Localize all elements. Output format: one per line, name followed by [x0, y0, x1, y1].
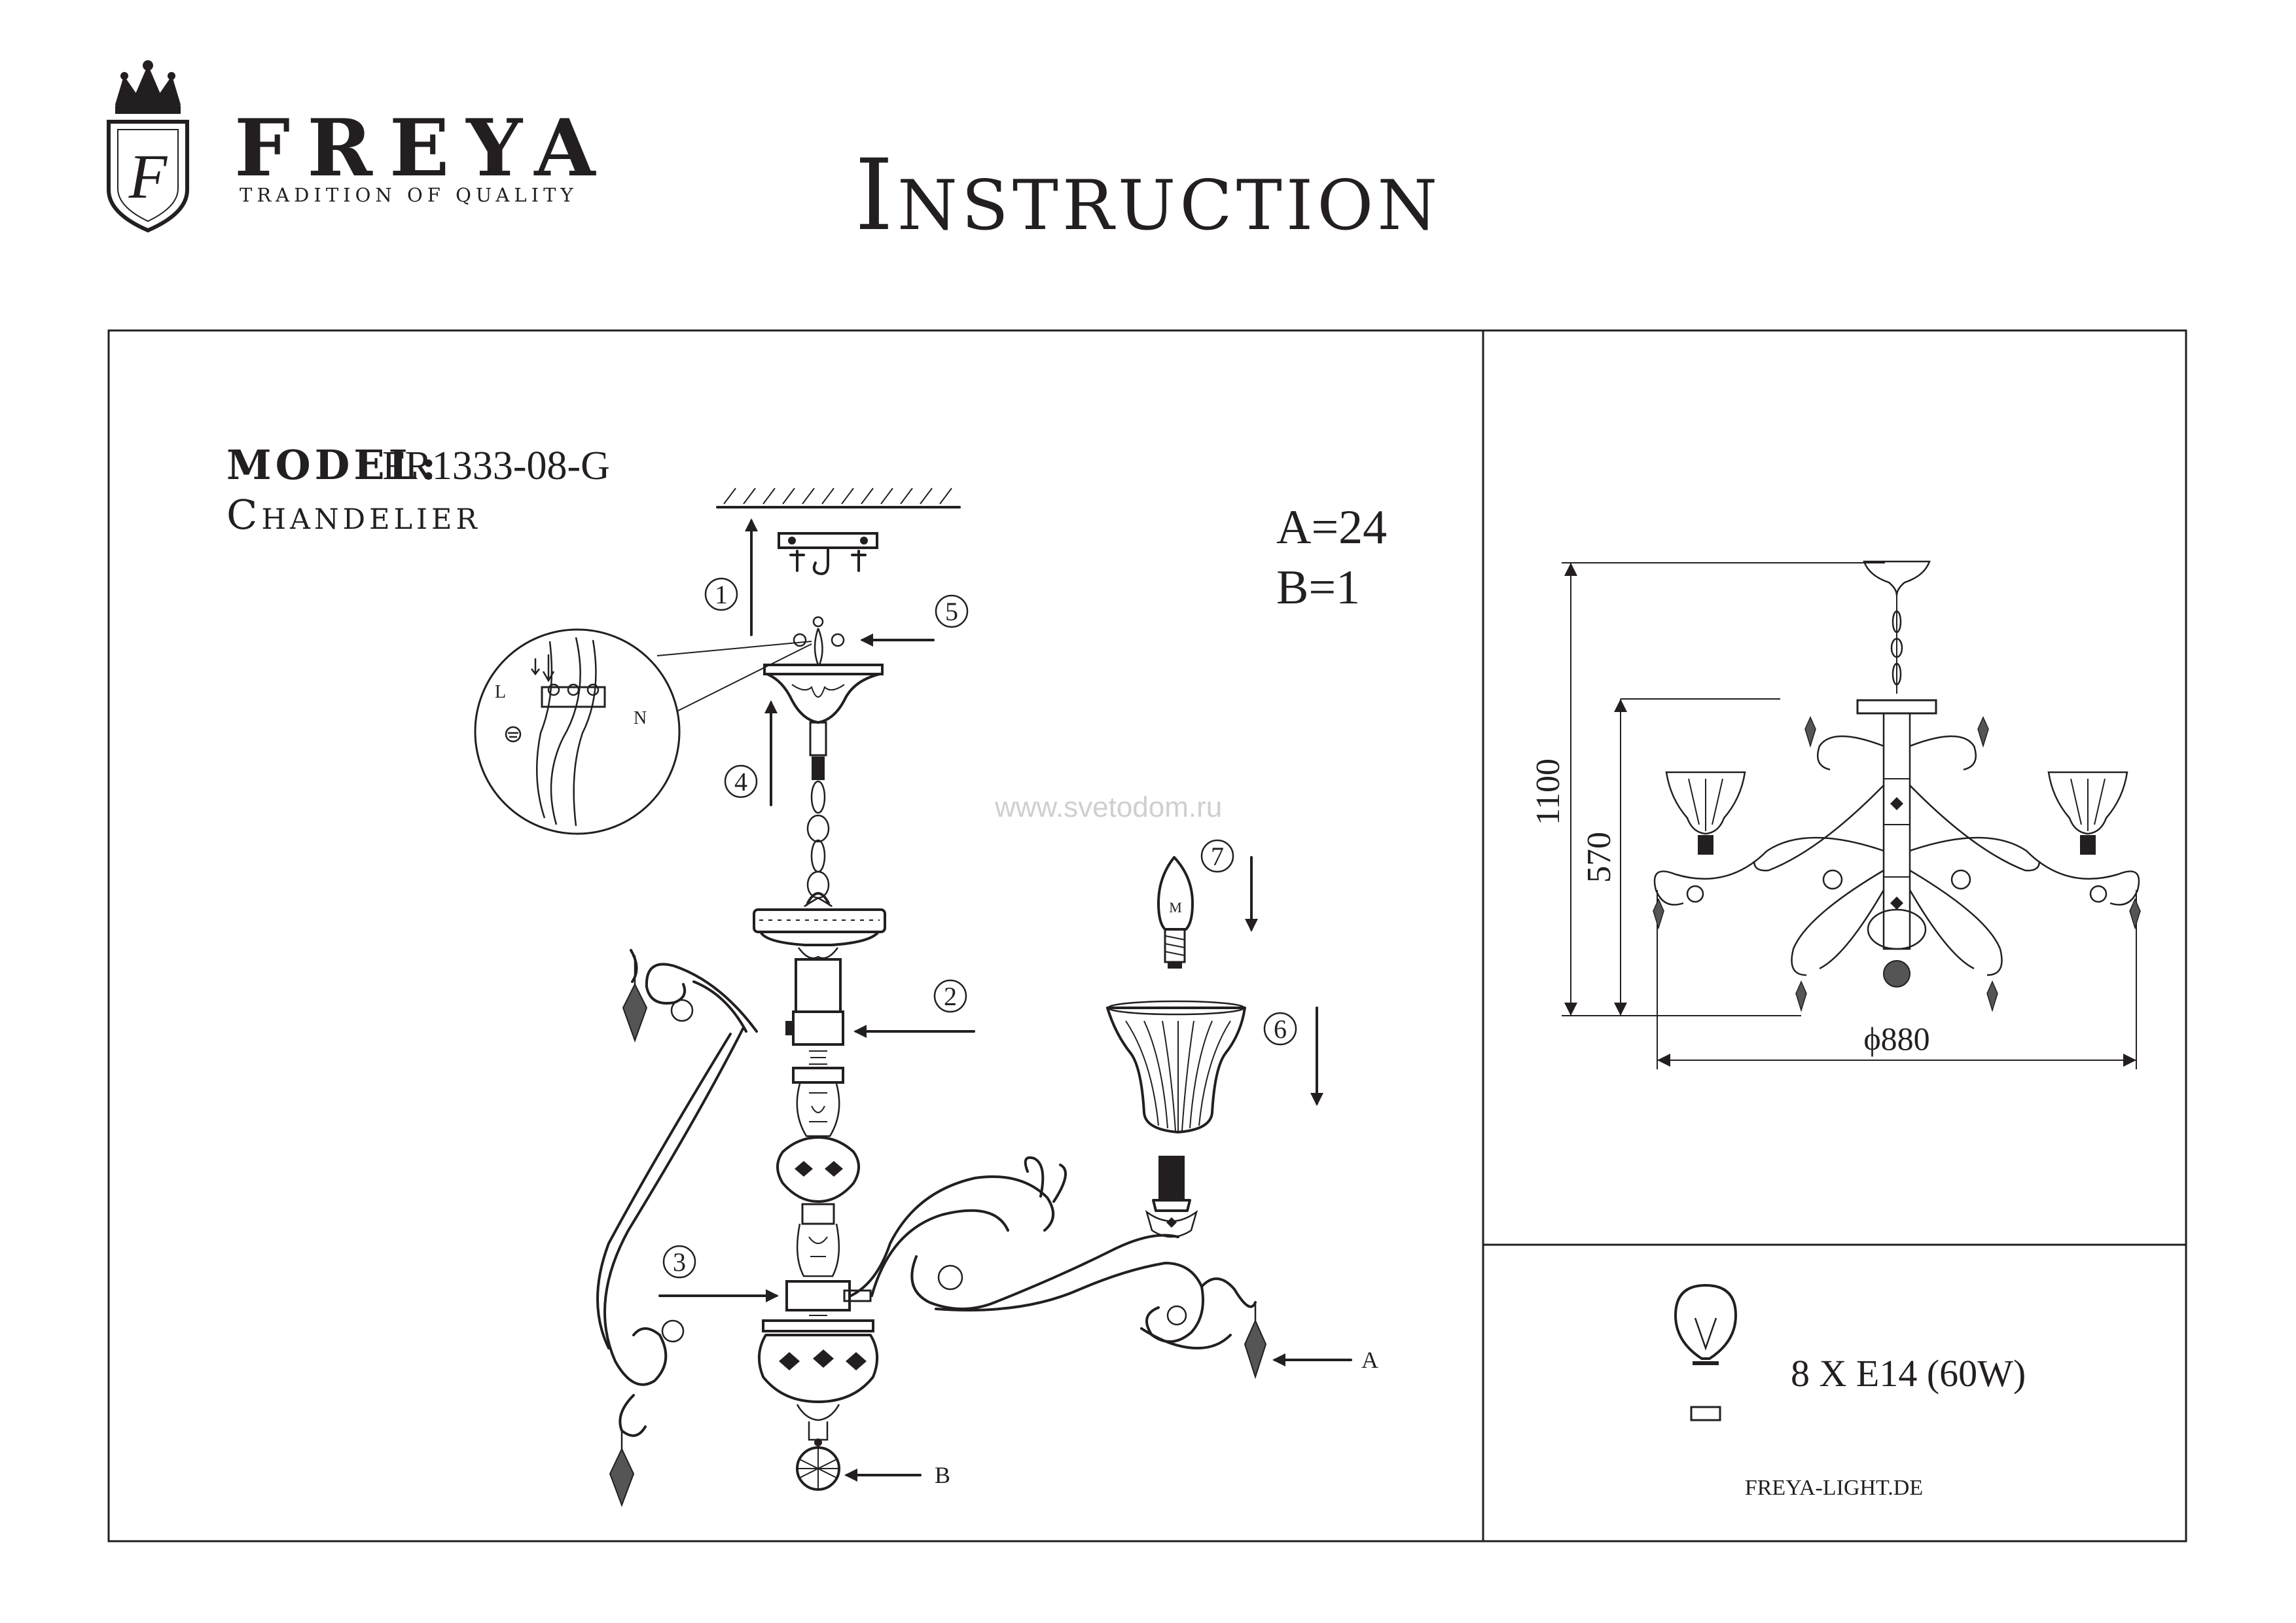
- scroll-arm-right: [850, 1156, 1257, 1349]
- dim-drop: 570: [1581, 832, 1618, 883]
- dimension-drawing: 1100 570 ϕ880: [1530, 560, 2141, 1069]
- website: FREYA-LIGHT.DE: [1745, 1476, 1923, 1500]
- step-6: 6: [1274, 1014, 1287, 1044]
- logo-letter: F: [128, 141, 168, 211]
- dim-diameter: ϕ880: [1863, 1020, 1929, 1057]
- bulb-icon: [1674, 1284, 1737, 1421]
- step-5: 5: [945, 597, 958, 626]
- bulb-spec: 8 X E14 (60W): [1791, 1352, 2026, 1395]
- callout-a: A: [1361, 1347, 1378, 1373]
- wiring-detail: L N: [474, 628, 812, 835]
- glass-shade: [1106, 1000, 1246, 1133]
- crown-icon: [115, 60, 181, 114]
- brand-tagline: TRADITION OF QUALITY: [240, 184, 578, 206]
- assembly-diagram: 1 5 4: [474, 488, 1378, 1507]
- scroll-arm-left: [596, 949, 758, 1437]
- step-7: 7: [1211, 842, 1224, 871]
- crystal-drop-a: [1244, 1302, 1267, 1380]
- step-4: 4: [734, 767, 747, 796]
- bulb-mark: M: [1169, 899, 1182, 916]
- model-label: MODEL:: [226, 441, 440, 489]
- chain: [804, 757, 833, 907]
- model-type: Chandelier: [226, 491, 481, 539]
- crystal-drops-left: [609, 955, 648, 1507]
- parts-count-a: A=24: [1276, 501, 1387, 554]
- chandelier-body: [753, 908, 886, 1491]
- brand-name: FREYA: [234, 102, 612, 194]
- candle-socket: [1145, 1156, 1198, 1238]
- frame: [107, 329, 2187, 1543]
- shield-icon: F: [107, 120, 189, 233]
- step-3: 3: [673, 1247, 686, 1277]
- model-number: FR1333-08-G: [382, 444, 610, 488]
- parts-count-b: B=1: [1276, 561, 1360, 615]
- mounting-bracket: [778, 532, 878, 575]
- wire-live-label: L: [495, 682, 506, 702]
- chandelier-front-view: [1653, 560, 2141, 1012]
- dim-height: 1100: [1530, 758, 1567, 825]
- watermark: www.svetodom.ru: [994, 791, 1222, 823]
- callout-b: B: [935, 1462, 950, 1488]
- ceiling-hatch: [716, 488, 961, 508]
- step-1: 1: [715, 580, 728, 609]
- candle-bulb: M: [1157, 856, 1194, 969]
- wire-neutral-label: N: [634, 708, 647, 728]
- canopy: [763, 616, 884, 757]
- freya-logo: F FREYA TRADITION OF QUALITY: [107, 60, 612, 233]
- page-title: Instruction: [855, 139, 1441, 253]
- step-2: 2: [944, 982, 957, 1011]
